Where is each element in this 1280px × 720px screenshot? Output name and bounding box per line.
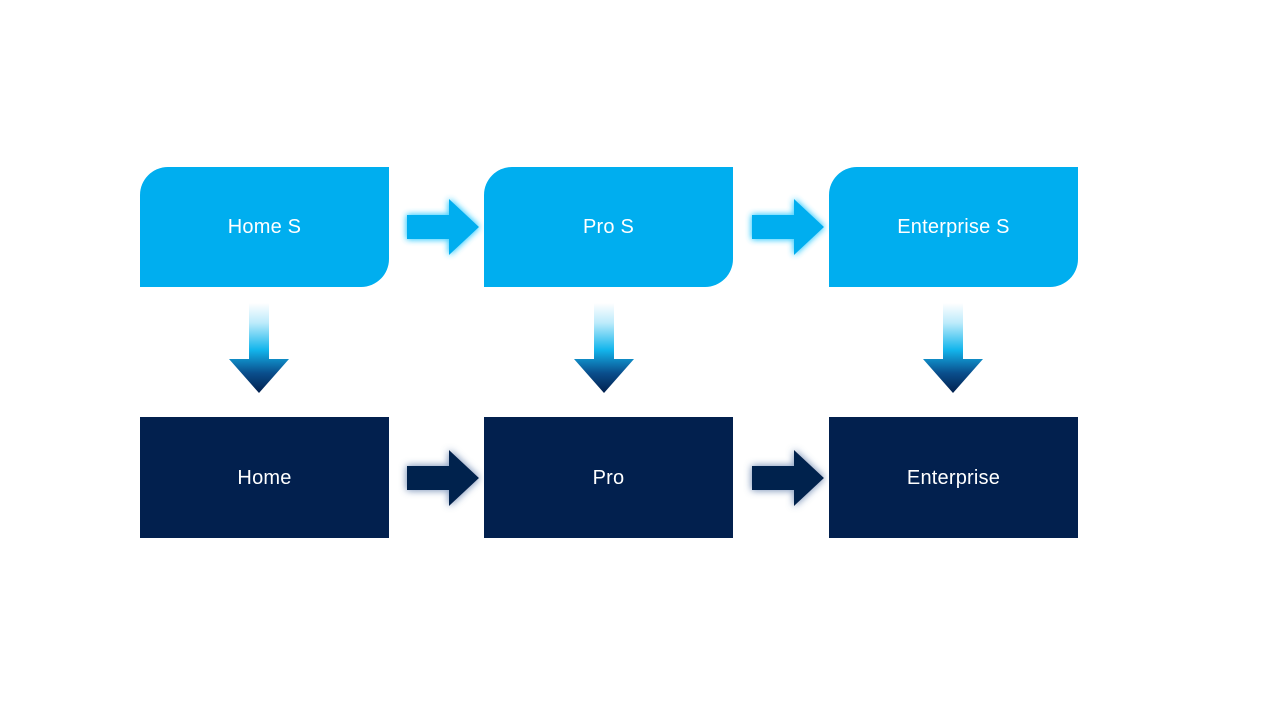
- arrow-right-icon-top-1: [405, 196, 481, 258]
- arrow-right-icon-bottom-1: [405, 447, 481, 509]
- node-home-s[interactable]: Home S: [140, 167, 389, 287]
- arrow-down-icon-2: [571, 303, 637, 395]
- node-pro-s-label: Pro S: [582, 216, 635, 238]
- arrow-right-icon-bottom-2: [750, 447, 826, 509]
- node-enterprise-s[interactable]: Enterprise S: [829, 167, 1078, 287]
- arrow-right-icon-top-2: [750, 196, 826, 258]
- node-enterprise-s-label: Enterprise S: [897, 216, 1010, 238]
- node-home-label: Home: [237, 466, 292, 489]
- node-enterprise[interactable]: Enterprise: [829, 417, 1078, 538]
- node-pro-s[interactable]: Pro S: [484, 167, 733, 287]
- arrow-down-icon-3: [920, 303, 986, 395]
- arrow-down-icon-1: [226, 303, 292, 395]
- node-enterprise-label: Enterprise: [906, 466, 1001, 489]
- node-home[interactable]: Home: [140, 417, 389, 538]
- node-pro-label: Pro: [592, 466, 625, 489]
- node-home-s-label: Home S: [227, 216, 302, 238]
- node-pro[interactable]: Pro: [484, 417, 733, 538]
